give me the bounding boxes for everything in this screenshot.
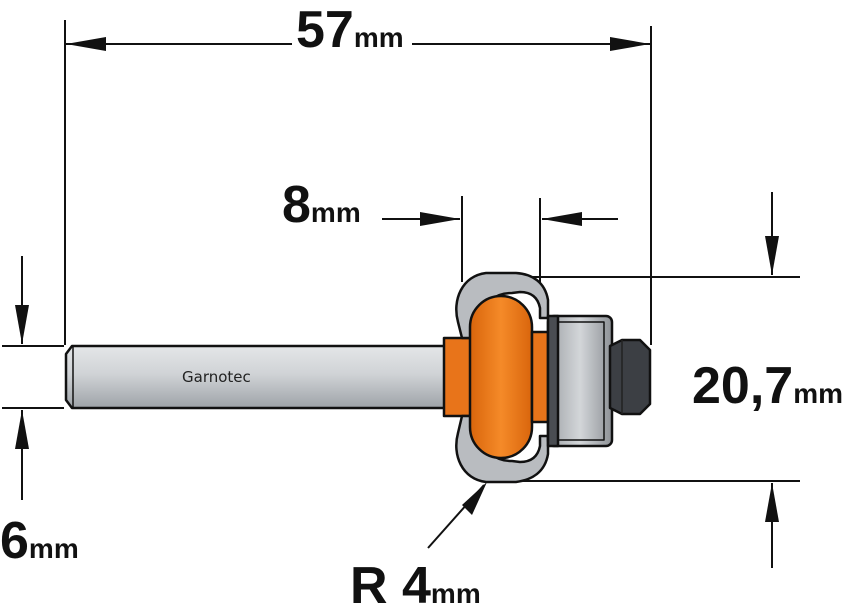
bearing-screw (608, 338, 652, 416)
router-bit (64, 271, 652, 484)
dimension-lines (2, 20, 800, 568)
radius-unit: mm (431, 578, 481, 609)
cut-length-unit: mm (311, 197, 361, 228)
neck (442, 336, 474, 418)
cut-diameter-value: 20,7 (692, 357, 793, 415)
shank-diameter-value: 6 (0, 512, 29, 570)
shank-diameter-unit: mm (29, 533, 79, 564)
overall-length-value: 57 (296, 1, 354, 59)
radius-label: R 4mm (350, 557, 481, 609)
shank (64, 344, 448, 410)
overall-length-unit: mm (354, 22, 404, 53)
cutter-body (468, 294, 534, 460)
arrowheads (15, 37, 779, 522)
radius-value: 4 (402, 557, 431, 609)
cut-length-label: 8mm (282, 176, 361, 234)
cut-length-value: 8 (282, 176, 311, 234)
cut-diameter-label: 20,7mm (692, 357, 843, 415)
cut-diameter-unit: mm (793, 378, 843, 409)
radius-prefix: R (350, 557, 402, 609)
brand-label: Garnotec (182, 368, 251, 386)
overall-length-label: 57mm (296, 1, 404, 59)
shank-diameter-label: 6mm (0, 512, 79, 570)
